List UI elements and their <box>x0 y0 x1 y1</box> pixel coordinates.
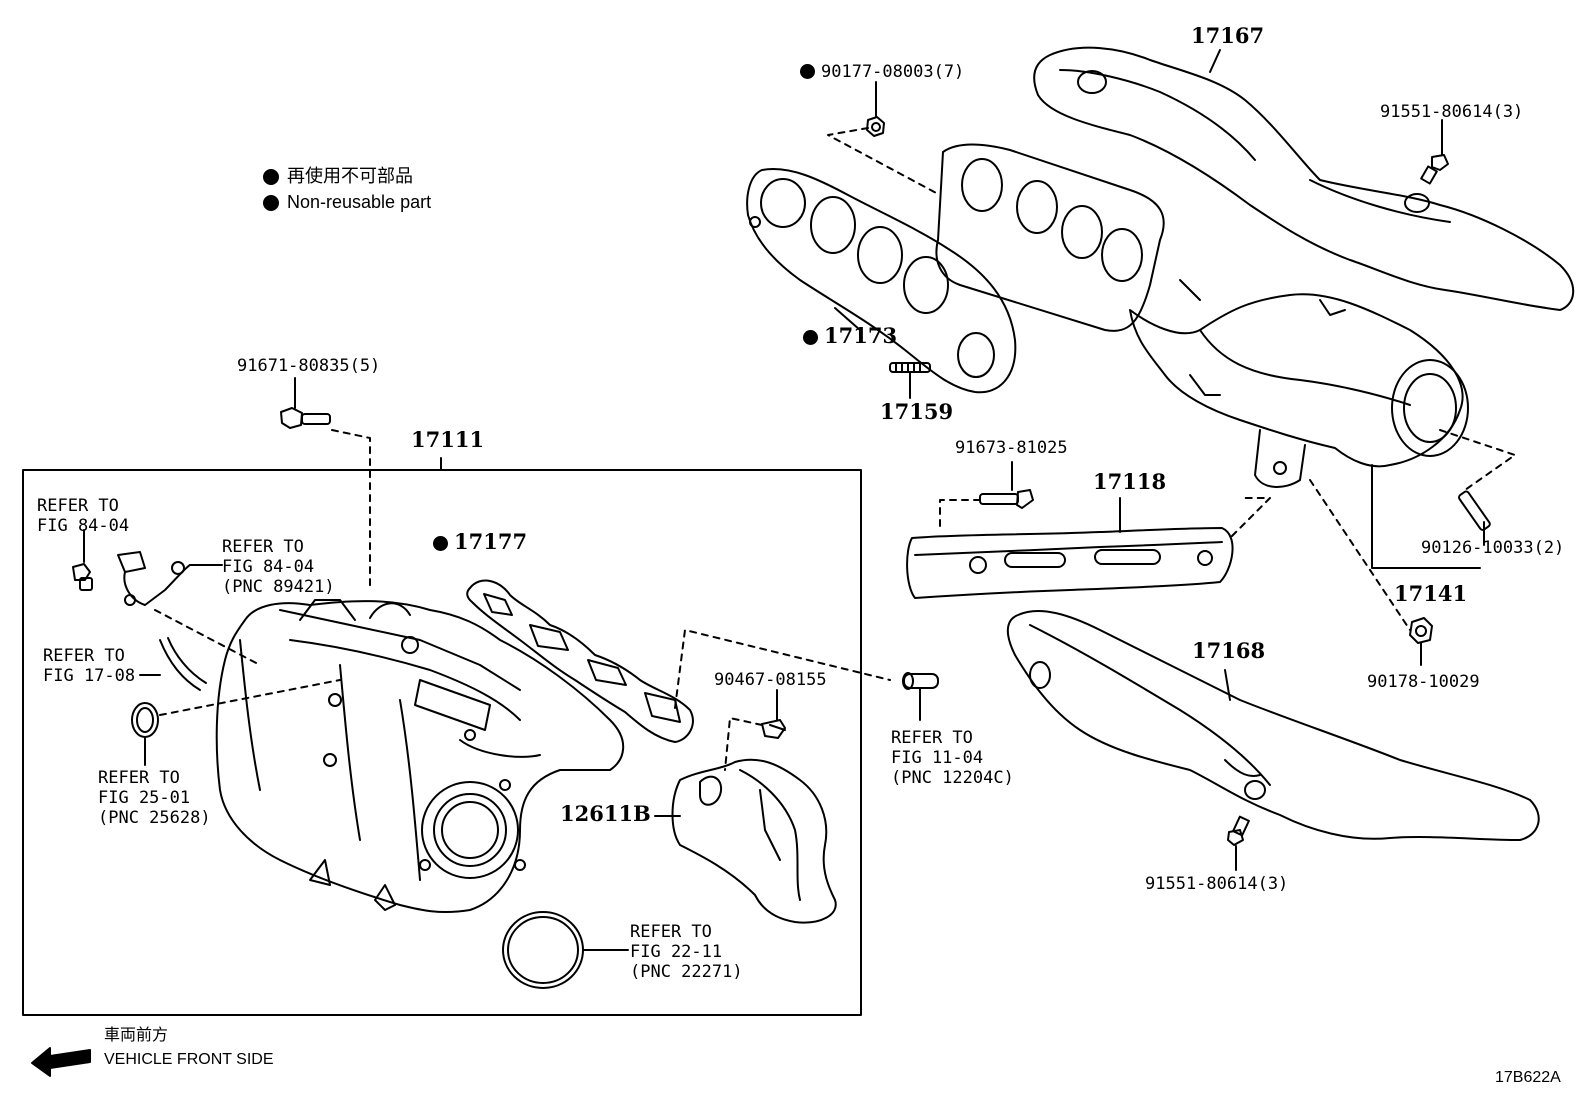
label-90177: 90177-08003(7) <box>800 62 964 82</box>
leader-17168 <box>1224 669 1231 701</box>
bracket-17118 <box>906 527 1234 599</box>
heat-insulator-17168 <box>1006 609 1540 841</box>
legend-en: Non-reusable part <box>287 192 432 212</box>
front-arrow <box>31 1047 91 1077</box>
non-reusable-dot <box>433 536 448 551</box>
direction-jp: 車両前方 <box>104 1027 169 1044</box>
label-17173: 17173 <box>803 323 898 348</box>
bolt-sensor <box>72 563 93 591</box>
ref-fig-22-11: REFER TO FIG 22-11 (PNC 22271) <box>630 922 743 982</box>
legend-dot-jp <box>263 169 279 185</box>
dash-89421 <box>154 609 261 666</box>
gasket-17177 <box>466 579 694 743</box>
label-90178: 90178-10029 <box>1367 672 1480 692</box>
dash-90467 <box>724 717 763 771</box>
label-17118: 17118 <box>1093 469 1167 494</box>
dash-17177 <box>674 629 891 709</box>
label-17159: 17159 <box>880 399 954 424</box>
part-number: 17177 <box>454 529 528 554</box>
figure-code: 17B622A <box>1495 1069 1561 1086</box>
exhaust-manifold-17141 <box>935 143 1469 488</box>
leader-17173 <box>834 307 861 331</box>
dash-17118-right <box>1231 497 1271 537</box>
dash-90178 <box>1309 479 1411 631</box>
label-17168: 17168 <box>1192 638 1266 663</box>
ref-fig-84-04-a: REFER TO FIG 84-04 <box>37 496 129 536</box>
leader-17141 <box>1371 464 1481 569</box>
part-number: 17173 <box>824 323 898 348</box>
ref-line1: REFER TO <box>222 537 304 557</box>
dash-91671 <box>331 429 371 591</box>
ref-fig-25-01: REFER TO FIG 25-01 (PNC 25628) <box>98 768 211 828</box>
ref-line2: FIG 84-04 <box>37 516 130 536</box>
leader-17167 <box>1209 49 1221 73</box>
gasket-17173 <box>746 168 1017 394</box>
label-91551-top: 91551-80614(3) <box>1380 102 1524 122</box>
label-91551-bottom: 91551-80614(3) <box>1145 874 1289 894</box>
intake-manifold-17111 <box>215 599 625 914</box>
direction-en: VEHICLE FRONT SIDE <box>104 1051 274 1068</box>
sensor-89421 <box>117 551 191 606</box>
ref-pnc: (PNC 12204C) <box>891 768 1014 788</box>
clip-90467 <box>761 719 786 739</box>
label-90126: 90126-10033(2) <box>1421 538 1565 558</box>
ref-line1: REFER TO <box>43 646 125 666</box>
ref-line1: REFER TO <box>37 496 119 516</box>
bolt-91551-top <box>1420 154 1449 185</box>
clamp-25628 <box>131 702 159 738</box>
ref-pnc: (PNC 22271) <box>630 962 743 982</box>
dash-25628 <box>159 679 341 716</box>
oring-22271 <box>502 911 584 989</box>
insulator-12611b <box>671 758 837 924</box>
nut-90177 <box>866 116 885 137</box>
label-17177: 17177 <box>433 529 528 554</box>
ref-pnc: (PNC 89421) <box>222 577 335 597</box>
fitting-12204c <box>902 672 939 690</box>
dash-91673 <box>939 499 981 531</box>
ref-fig-17-08: REFER TO FIG 17-08 <box>43 646 135 686</box>
ref-line2: FIG 22-11 <box>630 942 723 962</box>
label-17141: 17141 <box>1394 581 1468 606</box>
label-12611b: 12611B <box>560 801 651 826</box>
label-91671: 91671-80835(5) <box>237 356 381 376</box>
nut-90178 <box>1409 617 1433 644</box>
non-reusable-dot <box>800 64 815 79</box>
ref-line1: REFER TO <box>98 768 180 788</box>
ref-line2: FIG 84-04 <box>222 557 315 577</box>
ref-pnc: (PNC 25628) <box>98 808 211 828</box>
stud-90126 <box>1458 490 1491 531</box>
ref-line2: FIG 17-08 <box>43 666 136 686</box>
dash-90126 <box>1439 429 1516 491</box>
bolt-91673 <box>979 489 1034 509</box>
ref-line1: REFER TO <box>630 922 712 942</box>
ref-fig-84-04-b: REFER TO FIG 84-04 (PNC 89421) <box>222 537 335 597</box>
ref-fig-11-04: REFER TO FIG 11-04 (PNC 12204C) <box>891 728 1014 788</box>
ref-line1: REFER TO <box>891 728 973 748</box>
legend-dot-en <box>263 195 279 211</box>
bolt-91671 <box>280 407 331 429</box>
part-number: 90177-08003(7) <box>821 62 965 82</box>
label-90467: 90467-08155 <box>714 670 827 690</box>
non-reusable-dot <box>803 330 818 345</box>
hose-17-08 <box>159 637 207 691</box>
bolt-91551-bottom <box>1227 815 1250 846</box>
heat-insulator-17167 <box>1033 46 1575 311</box>
label-17111: 17111 <box>411 427 485 452</box>
legend-jp: 再使用不可部品 <box>287 166 413 186</box>
label-91673: 91673-81025 <box>955 438 1068 458</box>
label-17167: 17167 <box>1191 23 1265 48</box>
dash-90177 <box>827 127 941 196</box>
ref-line2: FIG 11-04 <box>891 748 984 768</box>
ref-line2: FIG 25-01 <box>98 788 191 808</box>
